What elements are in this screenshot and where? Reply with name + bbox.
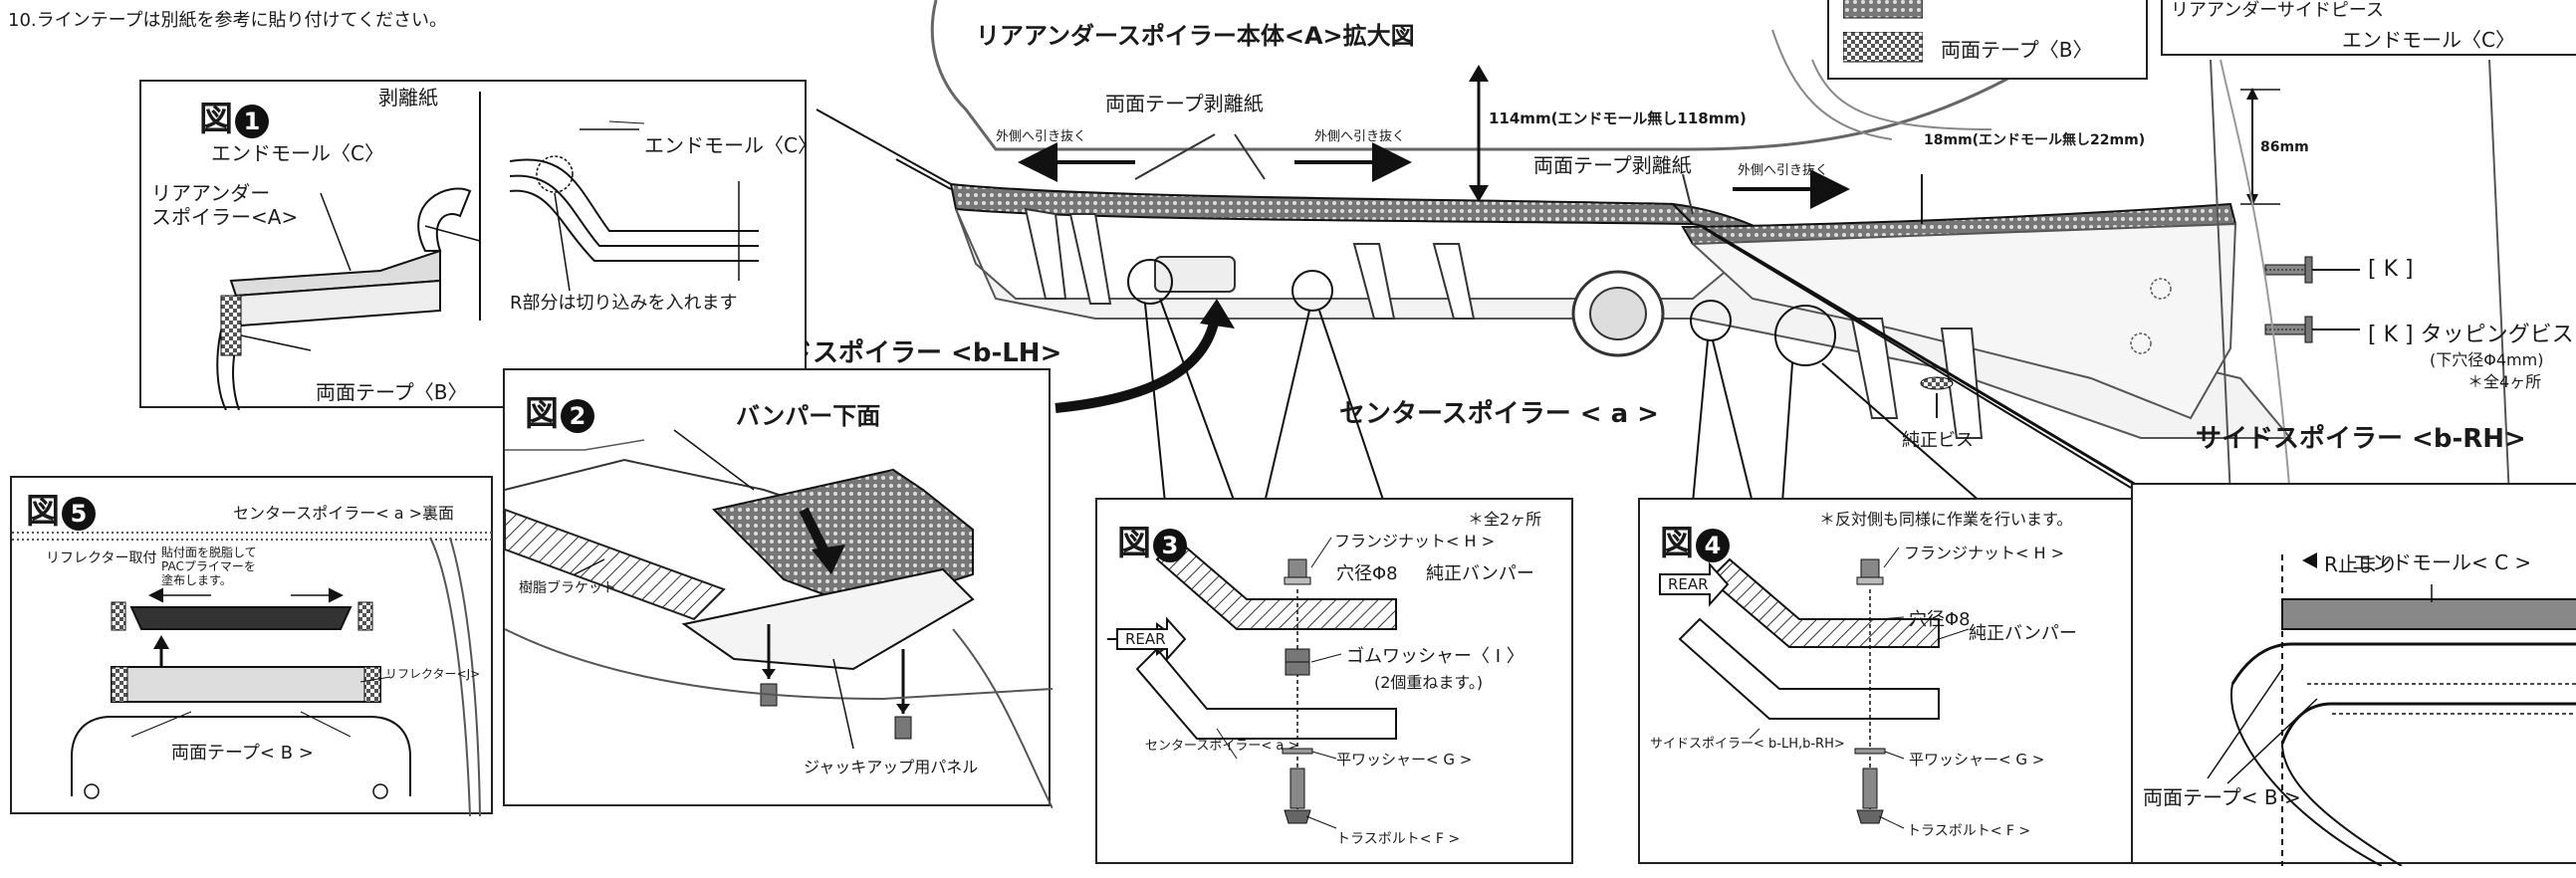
fig5-primer-3: 塗布します。 — [161, 573, 232, 587]
fig1-end-mold-right: エンドモール〈C〉 — [644, 133, 818, 157]
center-spoiler-label: センタースポイラー < a > — [1339, 399, 1659, 429]
fig6-double-tape: 両面テープ< B > — [2143, 785, 2301, 809]
fig5-center-back: センタースポイラー< a >裏面 — [233, 504, 454, 523]
k-label: [ K ] — [2368, 257, 2414, 282]
spoiler-mesh-band — [949, 182, 1696, 226]
pull-outward-left: 外側へ引き抜く — [996, 129, 1087, 144]
figure-6: エンドモール< C > R止まり 両面テープ< B > — [2131, 483, 2576, 866]
fig1-rear-under-2: スポイラー<A> — [151, 205, 299, 229]
fig3-truss-bolt: トラスボルト< F > — [1336, 831, 1461, 847]
fig2-jackup-panel: ジャッキアップ用パネル — [804, 758, 979, 776]
fig1-r-cut-note: R部分は切り込みを入れます — [510, 293, 738, 314]
fig5-reflector: リフレクター<J> — [385, 667, 481, 681]
dim-18: 18mm(エンドモール無し22mm) — [1924, 132, 2146, 148]
fig4-flat-washer: 平ワッシャー< G > — [1909, 751, 2045, 768]
side-spoiler-rh-label: サイドスポイラー <b-RH> — [2196, 424, 2526, 454]
fig4-number-badge: 4 — [1696, 528, 1730, 562]
k-screw-upper — [2264, 256, 2360, 284]
fig3-drawing — [1107, 537, 1397, 829]
fig5-primer-1: 貼付面を脱脂して — [161, 546, 257, 559]
fig6-drawing — [2207, 552, 2576, 866]
fig3-hole: 穴径Φ8 — [1336, 563, 1398, 584]
k-count-label: ＊全4ヶ所 — [2467, 372, 2542, 391]
fig2-resin-bracket: 樹脂ブラケット — [519, 580, 616, 596]
legend-double-tape: 両面テープ〈B〉 — [1941, 38, 2093, 62]
release-paper-b: 両面テープ剥離紙 — [1533, 153, 1692, 177]
pull-outward-right: 外側へ引き抜く — [1314, 129, 1406, 144]
fig6-r-stop: R止まり — [2324, 552, 2398, 576]
fig1-number-badge: 1 — [235, 104, 269, 138]
dim-86: 86mm — [2260, 139, 2309, 155]
genuine-screw-label: 純正ビス — [1902, 430, 1974, 451]
fig2-bumper-underside: バンパー下面 — [736, 402, 881, 430]
fig6-end-mold: エンドモール< C > — [2352, 550, 2532, 574]
end-mold-label-top: エンドモール〈C〉 — [2342, 28, 2515, 52]
fig5-reflector-mount: リフレクター取付 — [46, 550, 157, 566]
fig2-number-badge: 2 — [561, 398, 594, 433]
fig3-rear: REAR — [1125, 630, 1166, 648]
k-hole-label: (下穴径Φ4mm) — [2430, 350, 2544, 369]
fig4-rear: REAR — [1668, 575, 1709, 593]
fig5-double-tape: 両面テープ< B > — [171, 743, 314, 764]
fig3-two-layers: (2個重ねます。) — [1374, 673, 1484, 692]
fig3-center-spoiler: センタースポイラー< a > — [1145, 739, 1299, 754]
fig1-drawing — [216, 92, 759, 410]
fig3-rubber-washer: ゴムワッシャー〈 I 〉 — [1346, 646, 1524, 667]
legend-box: 両面テープ〈B〉 — [1827, 0, 2148, 80]
fig3-count: ＊全2ヶ所 — [1468, 510, 1542, 529]
pull-outward-far: 外側へ引き抜く — [1738, 163, 1829, 178]
k-screw-lower — [2264, 316, 2360, 343]
fig3-flange-nut: フランジナット< H > — [1334, 532, 1496, 550]
release-paper-a: 両面テープ剥離紙 — [1105, 92, 1264, 115]
fig5-number-badge: 5 — [62, 496, 96, 531]
fig3-number-badge: 3 — [1153, 528, 1187, 562]
fig4-flange-nut: フランジナット< H > — [1904, 544, 2065, 562]
top-right-box: リアアンダーサイドピース エンドモール〈C〉 — [2161, 0, 2576, 56]
main-title: リアアンダースポイラー本体<A>拡大図 — [976, 22, 1415, 50]
fig4-note: ＊反対側も同様に作業を行います。 — [1819, 510, 2073, 529]
fig4-side-spoiler: サイドスポイラー< b-LH,b-RH> — [1650, 737, 1845, 752]
dim-114: 114mm(エンドモール無し118mm) — [1489, 110, 1747, 127]
fig4-drawing — [1659, 547, 1970, 829]
fig1-rear-under-1: リアアンダー — [151, 181, 271, 205]
fig2-drawing — [505, 429, 1053, 808]
fig3-genuine-bumper: 純正バンパー — [1426, 563, 1534, 584]
fig1-end-mold: エンドモール〈C〉 — [211, 141, 384, 165]
fig5-drawing — [12, 532, 495, 816]
fig1-double-tape: 両面テープ〈B〉 — [316, 380, 468, 404]
fig5-primer-2: PACプライマーを — [161, 559, 256, 573]
fig4-truss-bolt: トラスボルト< F > — [1907, 823, 2031, 839]
fig4-hole: 穴径Φ8 — [1909, 609, 1971, 630]
fig1-release-paper: 剥離紙 — [378, 86, 438, 110]
fig4-genuine-bumper: 純正バンパー — [1969, 623, 2077, 644]
side-piece-label: リアアンダーサイドピース — [2171, 0, 2385, 21]
k-tapping-label: [ K ] タッピングビス — [2368, 323, 2574, 347]
note-10: 10.ラインテープは別紙を参考に貼り付けてください。 — [8, 10, 448, 31]
fig3-flat-washer: 平ワッシャー< G > — [1336, 751, 1473, 768]
